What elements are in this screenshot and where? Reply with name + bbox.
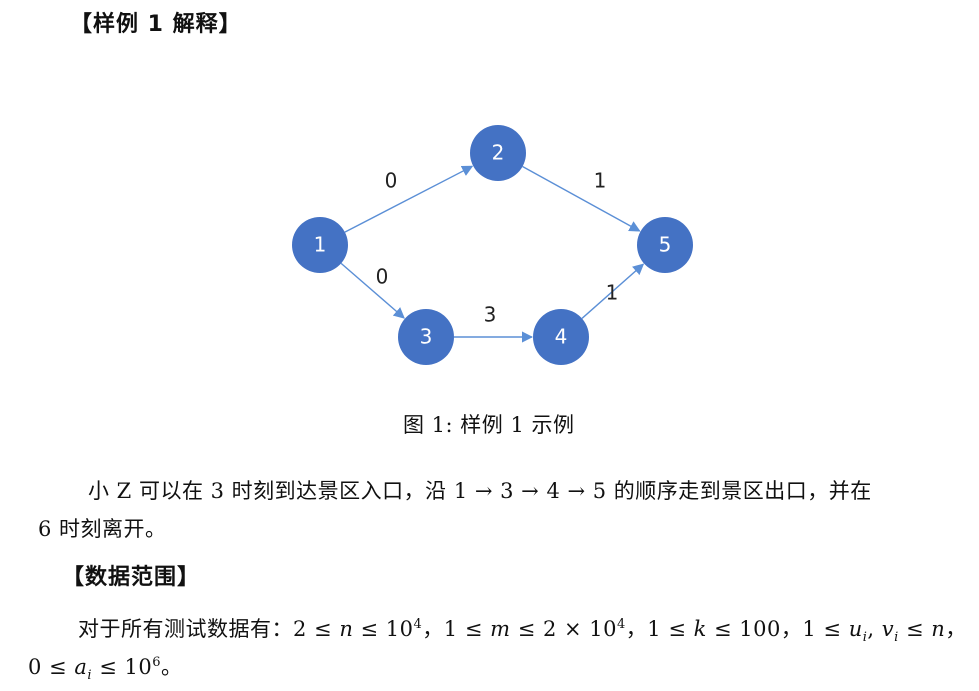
edge-4-5 bbox=[581, 263, 645, 319]
node-1 bbox=[292, 217, 348, 273]
node-label-3: 3 bbox=[420, 325, 433, 349]
edge-label-3-4: 3 bbox=[484, 303, 497, 327]
node-label-4: 4 bbox=[555, 325, 568, 349]
figure-caption: 图 1: 样例 1 示例 bbox=[403, 413, 575, 437]
edge-label-1-2: 0 bbox=[385, 169, 398, 193]
graph-edges bbox=[340, 165, 645, 343]
edge-label-2-5: 1 bbox=[594, 169, 607, 193]
graph-edge-labels: 0 1 0 3 1 bbox=[376, 169, 619, 327]
data-range-line-1: 对于所有测试数据有：2 ≤ n ≤ 104，1 ≤ m ≤ 2 × 104，1 … bbox=[78, 617, 967, 646]
edge-label-4-5: 1 bbox=[606, 281, 619, 305]
edge-2-5 bbox=[522, 165, 641, 232]
edge-1-3 bbox=[340, 262, 405, 319]
data-range-prefix: 对于所有测试数据有： bbox=[78, 617, 293, 641]
edge-1-2 bbox=[344, 165, 474, 233]
constraint-a: 0 ≤ ai ≤ 106 bbox=[28, 655, 161, 684]
explanation-line-1: 小 Z 可以在 3 时刻到达景区入口，沿 1 → 3 → 4 → 5 的顺序走到… bbox=[88, 479, 872, 503]
constraint-k: 1 ≤ k ≤ 100 bbox=[647, 617, 781, 641]
node-4 bbox=[533, 309, 589, 365]
graph-nodes: 1 2 3 4 5 bbox=[292, 125, 693, 365]
node-label-1: 1 bbox=[314, 233, 327, 257]
constraint-n: 2 ≤ n ≤ 104 bbox=[293, 617, 423, 641]
node-2 bbox=[470, 125, 526, 181]
data-range-heading: 【数据范围】 bbox=[62, 565, 201, 590]
constraint-m: 1 ≤ m ≤ 2 × 104 bbox=[443, 617, 626, 641]
node-label-5: 5 bbox=[659, 233, 672, 257]
node-3 bbox=[398, 309, 454, 365]
node-label-2: 2 bbox=[492, 141, 505, 165]
constraint-uv: 1 ≤ ui, vi ≤ n bbox=[802, 617, 946, 646]
edge-label-1-3: 0 bbox=[376, 265, 389, 289]
data-range-line-2: 0 ≤ ai ≤ 106。 bbox=[28, 655, 183, 684]
sample-explanation-heading: 【样例 1 解释】 bbox=[70, 12, 242, 37]
explanation-line-2: 6 时刻离开。 bbox=[38, 517, 167, 541]
node-5 bbox=[637, 217, 693, 273]
